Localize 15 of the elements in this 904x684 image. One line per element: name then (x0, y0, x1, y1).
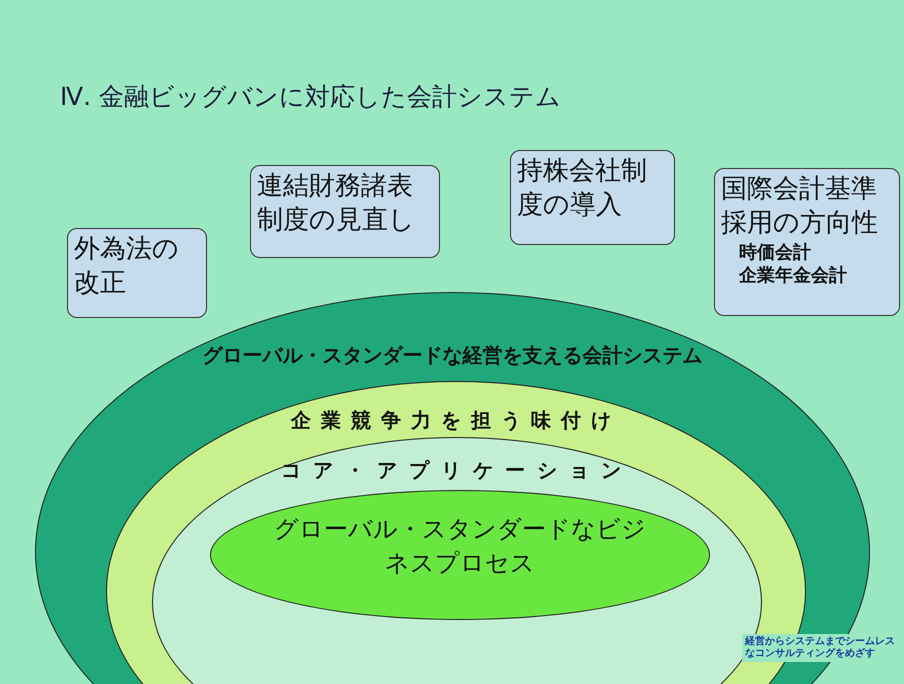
core-label: グローバル・スタンダードなビジネスプロセス (273, 514, 647, 579)
box-item: 企業年金会計 (738, 264, 848, 288)
ring-label: コア・アプリケーション (280, 457, 634, 484)
box-item: 時価会計 (738, 240, 812, 264)
box-heading: 持株会社制度の導入 (517, 155, 648, 222)
topic-box (714, 168, 900, 316)
box-heading: 国際会計基準採用の方向性 (721, 173, 879, 240)
ring-label: 企業競争力を担う味付け (290, 407, 622, 434)
outer-ring-label: グローバル・スタンダードな経営を支える会計システム (202, 342, 704, 369)
box-heading: 外為法の改正 (74, 233, 180, 300)
title: Ⅳ. 金融ビッグバンに対応した会計システム (60, 81, 561, 113)
topic-box (510, 150, 675, 245)
topic-box (67, 228, 207, 318)
topic-box (250, 165, 440, 258)
box-heading: 連結財務諸表制度の見直し (257, 170, 416, 237)
